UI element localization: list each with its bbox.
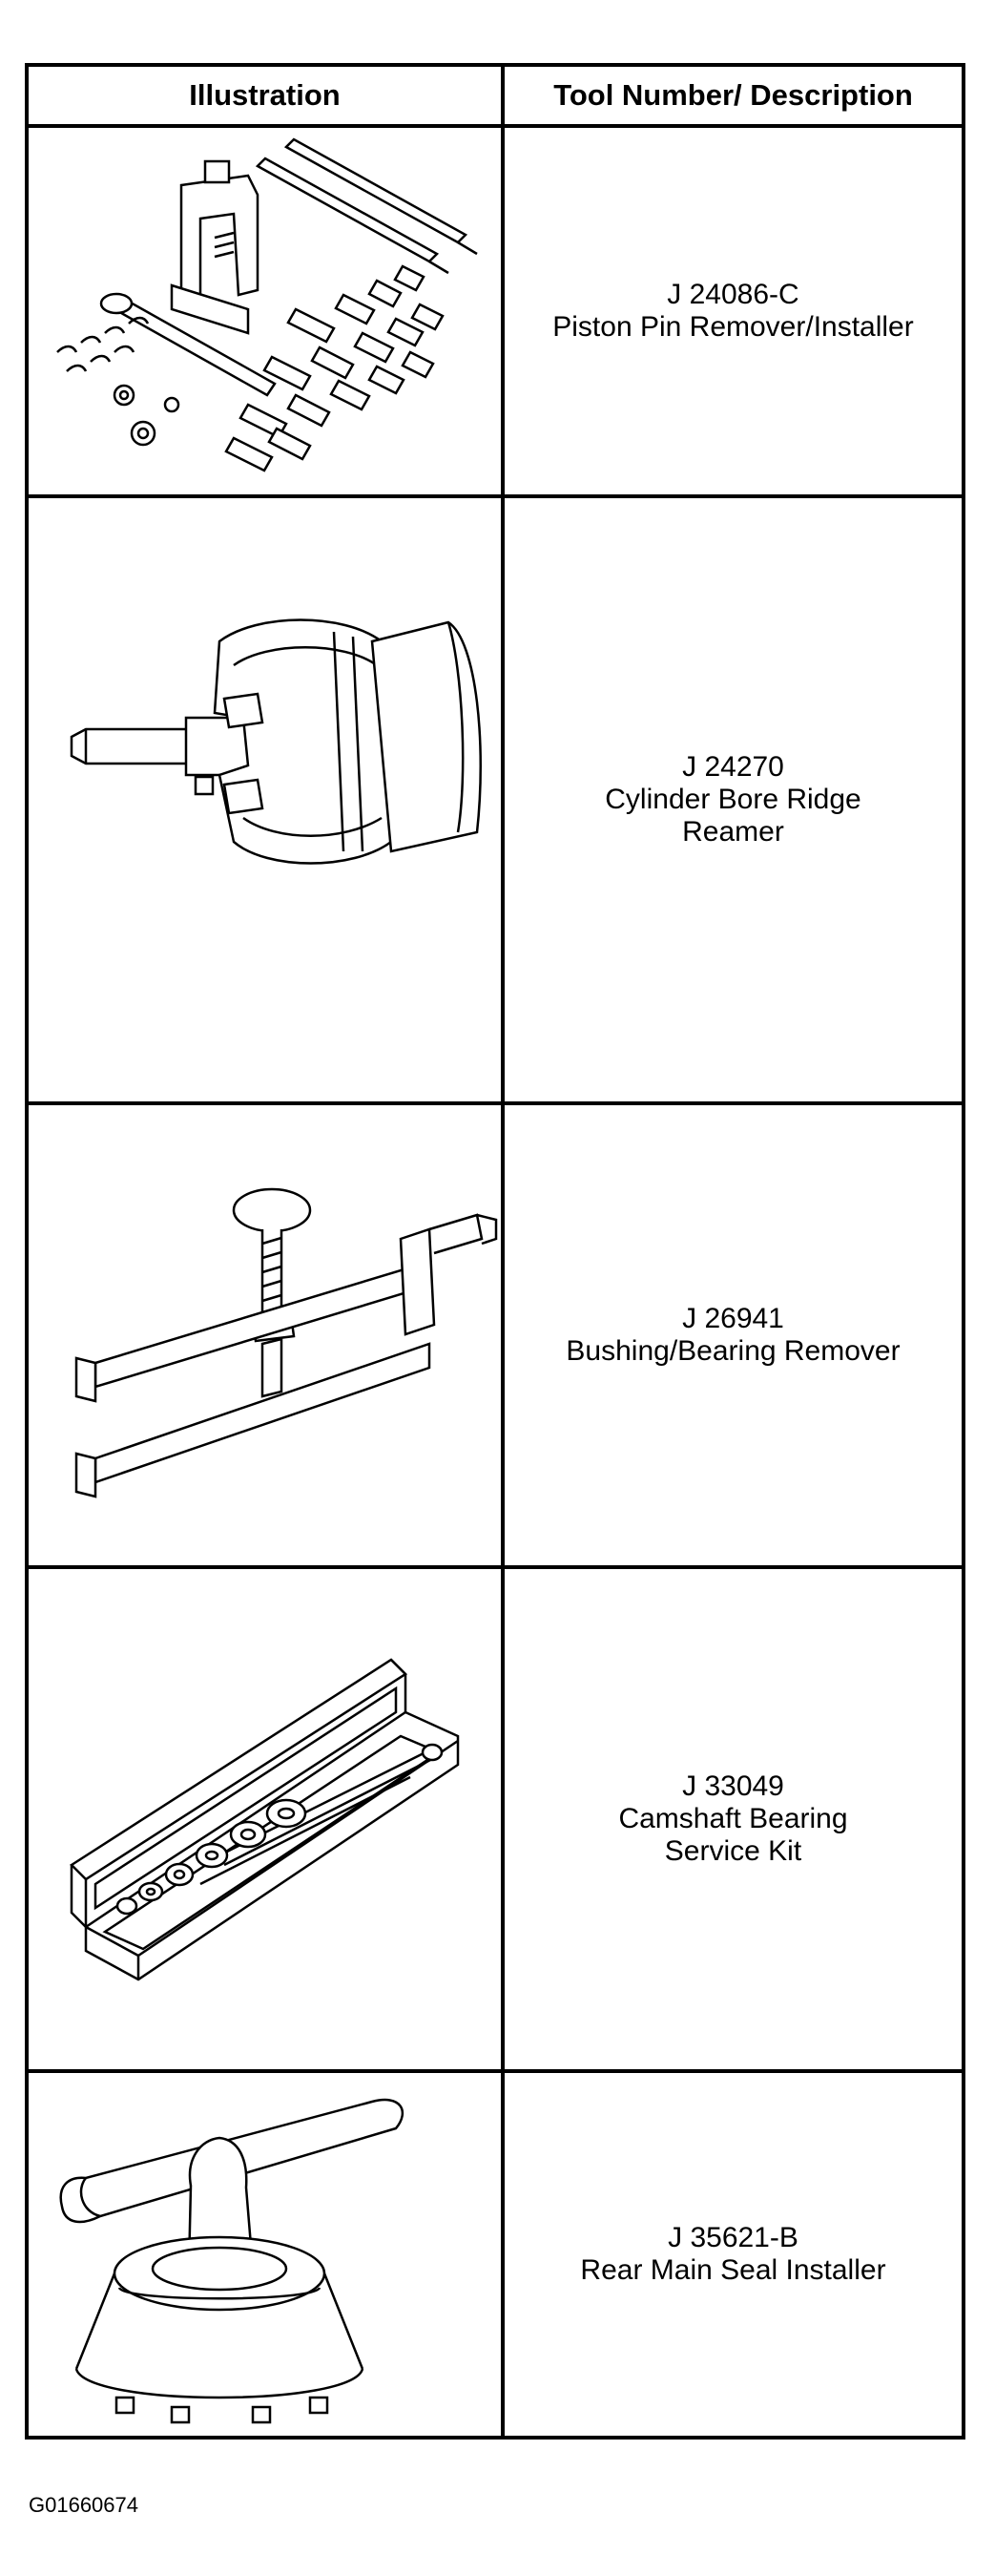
table-row: J 26941 Bushing/Bearing Remover	[29, 1105, 962, 1569]
figure-id: G01660674	[29, 2493, 138, 2517]
header-illustration: Illustration	[189, 78, 341, 112]
tool-number: J 24270	[682, 751, 784, 783]
tool-description: Camshaft Bearing Service Kit	[618, 1803, 848, 1867]
table-header: Illustration Tool Number/ Description	[29, 67, 962, 128]
seal-installer-icon	[29, 2073, 501, 2436]
tool-description: Piston Pin Remover/Installer	[552, 311, 914, 343]
table-row: J 24270 Cylinder Bore Ridge Reamer	[29, 498, 962, 1105]
tool-description-cell: J 26941 Bushing/Bearing Remover	[505, 1105, 962, 1565]
tool-table: Illustration Tool Number/ Description	[25, 63, 965, 2440]
tool-description-cell: J 33049 Camshaft Bearing Service Kit	[505, 1569, 962, 2069]
tool-number: J 35621-B	[668, 2222, 798, 2253]
tool-description: Rear Main Seal Installer	[580, 2254, 886, 2286]
table-row: J 35621-B Rear Main Seal Installer	[29, 2073, 962, 2436]
tool-number: J 24086-C	[667, 279, 799, 310]
header-tool-description: Tool Number/ Description	[553, 78, 913, 112]
camshaft-bearing-kit-icon	[29, 1569, 501, 2069]
tool-description: Cylinder Bore Ridge Reamer	[605, 784, 861, 848]
ridge-reamer-icon	[29, 498, 501, 1101]
bushing-remover-icon	[29, 1105, 501, 1565]
tool-description-cell: J 35621-B Rear Main Seal Installer	[505, 2073, 962, 2436]
table-row: J 24086-C Piston Pin Remover/Installer	[29, 128, 962, 498]
tool-number: J 26941	[682, 1303, 784, 1334]
tool-description-cell: J 24086-C Piston Pin Remover/Installer	[505, 128, 962, 494]
piston-pin-tool-set-icon	[29, 128, 501, 494]
tool-description-cell: J 24270 Cylinder Bore Ridge Reamer	[505, 498, 962, 1101]
tool-number: J 33049	[682, 1770, 784, 1802]
column-divider	[501, 67, 505, 2436]
table-row: J 33049 Camshaft Bearing Service Kit	[29, 1569, 962, 2073]
tool-description: Bushing/Bearing Remover	[566, 1335, 901, 1367]
